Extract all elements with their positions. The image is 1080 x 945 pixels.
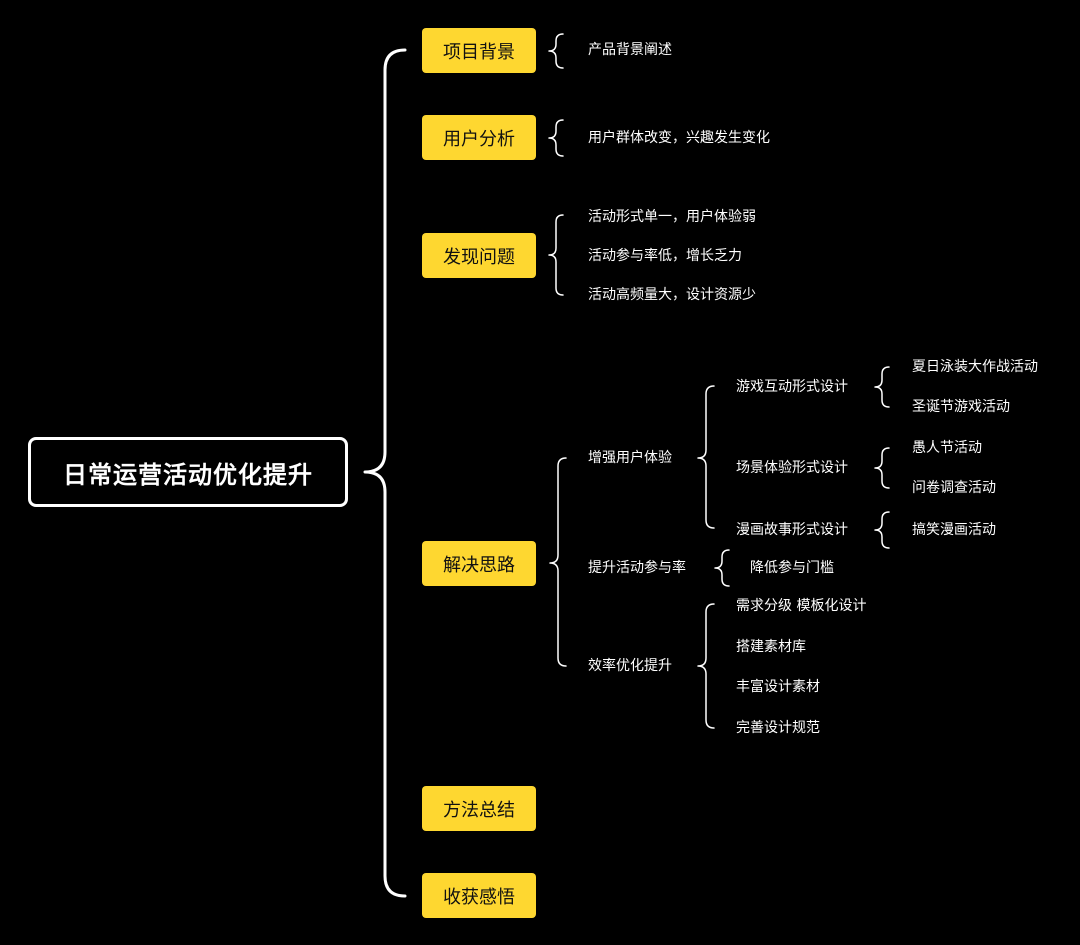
node-find-problems: 发现问题 <box>422 233 536 278</box>
brace-efficiency <box>697 603 715 729</box>
brace-user-analysis <box>548 119 564 157</box>
brace-game <box>874 366 890 408</box>
leaf-lower-threshold: 降低参与门槛 <box>750 560 834 576</box>
leaf-efficiency-4: 完善设计规范 <box>736 720 820 736</box>
node-method-summary: 方法总结 <box>422 786 536 831</box>
brace-scene <box>874 447 890 489</box>
leaf-comic-activity: 搞笑漫画活动 <box>912 522 996 538</box>
leaf-problem-2: 活动参与率低，增长乏力 <box>588 248 742 264</box>
sub-participation: 提升活动参与率 <box>588 560 686 576</box>
brace-comic <box>874 511 890 549</box>
leaf-product-background: 产品背景阐述 <box>588 42 672 58</box>
sub-scene-design: 场景体验形式设计 <box>736 460 848 476</box>
node-project-background: 项目背景 <box>422 28 536 73</box>
root-node: 日常运营活动优化提升 <box>28 437 348 507</box>
brace-enhance-ux <box>697 385 715 529</box>
node-user-analysis: 用户分析 <box>422 115 536 160</box>
brace-participation <box>714 549 730 587</box>
brace-background <box>548 33 564 69</box>
leaf-christmas-activity: 圣诞节游戏活动 <box>912 399 1010 415</box>
sub-enhance-ux: 增强用户体验 <box>588 450 672 466</box>
leaf-survey-activity: 问卷调查活动 <box>912 480 996 496</box>
node-solutions: 解决思路 <box>422 541 536 586</box>
brace-solutions <box>549 457 567 667</box>
leaf-problem-3: 活动高频量大，设计资源少 <box>588 287 756 303</box>
main-brace <box>363 48 407 898</box>
leaf-summer-activity: 夏日泳装大作战活动 <box>912 359 1038 375</box>
leaf-efficiency-2: 搭建素材库 <box>736 639 806 655</box>
leaf-efficiency-1: 需求分级 模板化设计 <box>736 598 867 614</box>
sub-comic-design: 漫画故事形式设计 <box>736 522 848 538</box>
sub-game-design: 游戏互动形式设计 <box>736 379 848 395</box>
leaf-april-fools: 愚人节活动 <box>912 440 982 456</box>
leaf-problem-1: 活动形式单一，用户体验弱 <box>588 209 756 225</box>
leaf-user-change: 用户群体改变，兴趣发生变化 <box>588 130 770 146</box>
brace-problems <box>548 214 564 296</box>
node-takeaways: 收获感悟 <box>422 873 536 918</box>
sub-efficiency: 效率优化提升 <box>588 658 672 674</box>
leaf-efficiency-3: 丰富设计素材 <box>736 679 820 695</box>
